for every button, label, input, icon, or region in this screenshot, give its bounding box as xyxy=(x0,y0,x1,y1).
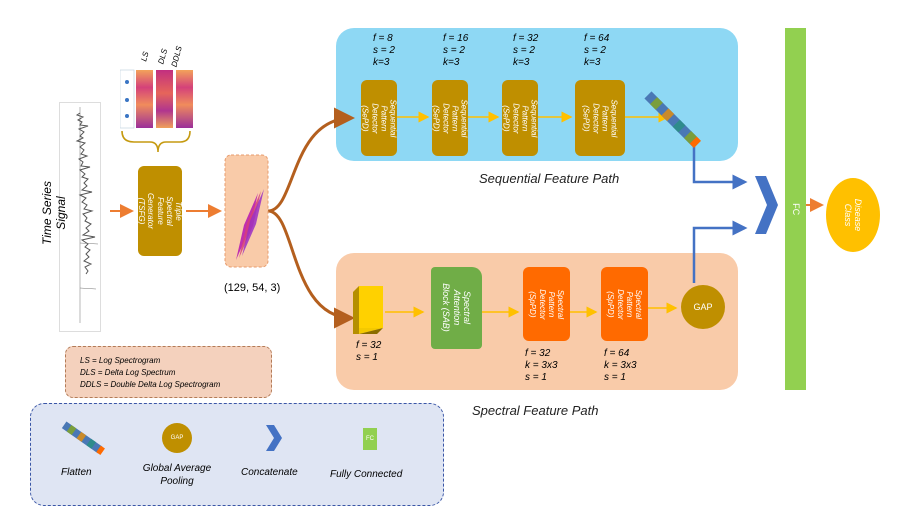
sepd-block-1: Sequential Pattern Detector (SePD) xyxy=(361,80,397,156)
time-series-label: Time Series Signal xyxy=(40,181,68,245)
abbrev-line-1: LS = Log Spectrogram xyxy=(80,356,161,365)
legend-box xyxy=(30,403,444,506)
sepd-params-2: f = 16 s = 2 k=3 xyxy=(443,33,469,68)
time-series-plot-image xyxy=(59,102,101,332)
legend-flatten-icon xyxy=(61,421,105,456)
concatenate-chevron-icon xyxy=(755,176,778,234)
sab-block: Spectral Attention Block (SAB) xyxy=(431,267,482,349)
flatten-icon xyxy=(644,91,701,148)
fc-layer: FC xyxy=(785,28,806,390)
conv-layer-cube xyxy=(353,286,383,334)
stack-shape-label: (129, 54, 3) xyxy=(224,282,281,294)
sepd-block-4: Sequential Pattern Detector (SePD) xyxy=(575,80,625,156)
sepd-params-3: f = 32 s = 2 k=3 xyxy=(513,33,539,68)
conv-params: f = 32 s = 1 xyxy=(356,340,382,363)
sppd-params-2: f = 64 k = 3x3 s = 1 xyxy=(604,348,637,383)
abbreviation-box xyxy=(65,346,272,398)
spectral-path-title: Spectral Feature Path xyxy=(472,403,599,418)
sepd-params-4: f = 64 s = 2 k=3 xyxy=(584,33,610,68)
sepd-block-2: Sequential Pattern Detector (SePD) xyxy=(432,80,468,156)
sppd-block-2: Spectral Pattern Detector (SpPD) xyxy=(601,267,648,341)
legend-flatten-label: Flatten xyxy=(61,467,92,478)
disease-class-node: Disease Class xyxy=(826,178,880,252)
sppd-params-1: f = 32 k = 3x3 s = 1 xyxy=(525,348,558,383)
sepd-block-3: Sequential Pattern Detector (SePD) xyxy=(502,80,538,156)
legend-concatenate-icon xyxy=(266,425,282,451)
spectrogram-thumbnails xyxy=(119,68,194,130)
legend-gap-icon: GAP xyxy=(162,423,192,453)
abbrev-line-3: DDLS = Double Delta Log Spectrogram xyxy=(80,380,221,389)
legend-concatenate-label: Concatenate xyxy=(241,467,298,478)
sppd-block-1: Spectral Pattern Detector (SpPD) xyxy=(523,267,570,341)
gap-node: GAP xyxy=(681,285,725,329)
sequential-path-title: Sequential Feature Path xyxy=(479,171,620,186)
legend-gap-label: Global Average Pooling xyxy=(142,463,212,487)
sepd-params-1: f = 8 s = 2 k=3 xyxy=(373,33,395,68)
legend-fc-icon: FC xyxy=(363,428,377,450)
tsfg-block: Triple Spectral Feature Generator (TSFG) xyxy=(137,166,183,256)
abbrev-line-2: DLS = Delta Log Spectrum xyxy=(80,368,176,377)
legend-fc-label: Fully Connected xyxy=(330,469,403,480)
